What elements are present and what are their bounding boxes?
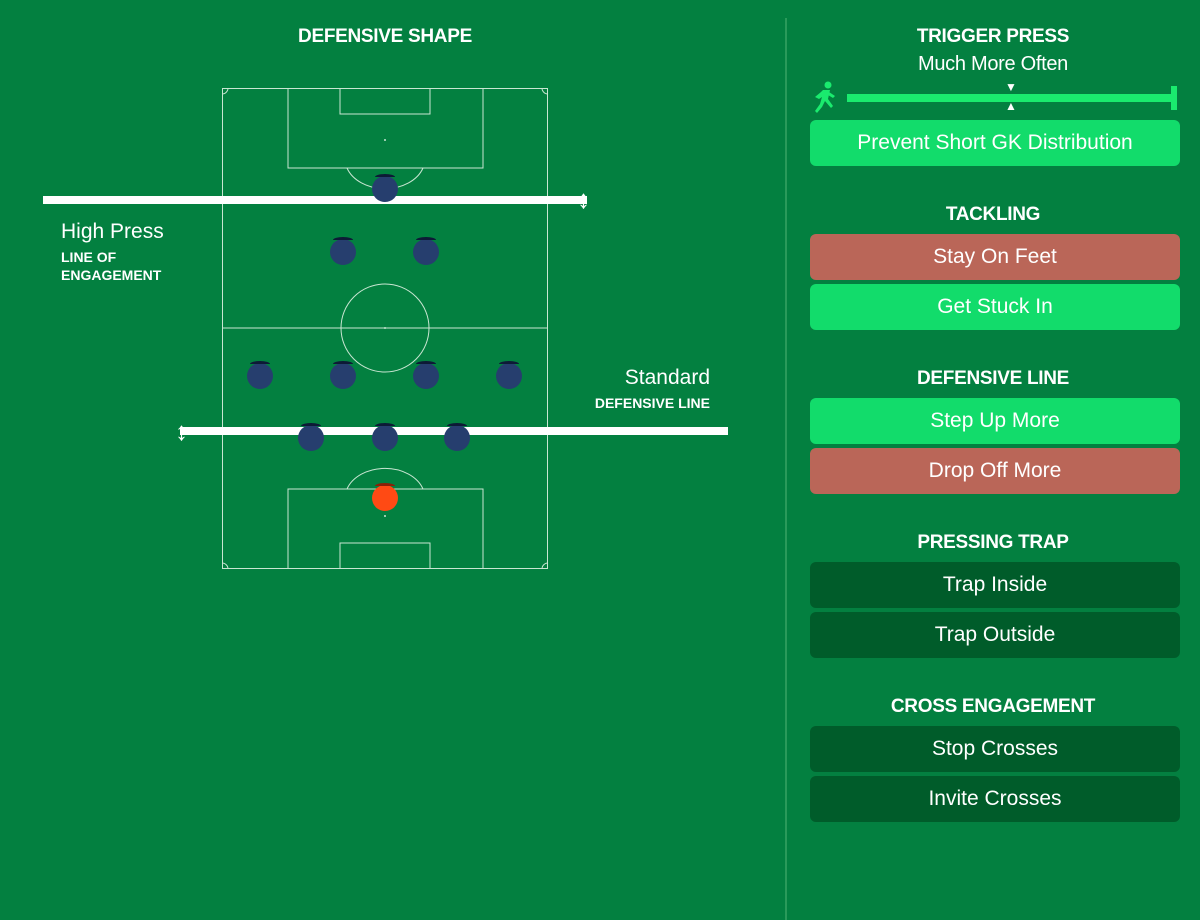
slider-marker-top-icon[interactable]: ▼ (1005, 80, 1017, 94)
player-marker[interactable] (330, 361, 356, 389)
trigger-press-slider-max (1171, 86, 1177, 110)
player-marker[interactable] (496, 361, 522, 389)
get-stuck-in-button[interactable]: Get Stuck In (810, 284, 1180, 330)
cross-engagement-title: CROSS ENGAGEMENT (890, 696, 1096, 717)
player-marker[interactable] (372, 423, 398, 451)
slider-marker-bottom-icon[interactable]: ▲ (1005, 99, 1017, 113)
player-marker[interactable] (247, 361, 273, 389)
player-marker[interactable] (372, 174, 398, 202)
pressing-trap-title: PRESSING TRAP (917, 532, 1069, 553)
drop-off-more-button[interactable]: Drop Off More (810, 448, 1180, 494)
stop-crosses-button[interactable]: Stop Crosses (810, 726, 1180, 772)
defensive-shape-panel: DEFENSIVE SHAPE (43, 26, 728, 569)
running-player-icon (811, 80, 839, 119)
line-of-engagement-label: LINE OF ENGAGEMENT (61, 249, 162, 283)
goalkeeper-marker[interactable] (372, 483, 398, 511)
player-marker[interactable] (330, 237, 356, 265)
step-up-more-button[interactable]: Step Up More (810, 398, 1180, 444)
defensive-line-label: DEFENSIVE LINE (594, 395, 710, 411)
pitch (222, 88, 548, 569)
trigger-press-title: TRIGGER PRESS (916, 26, 1070, 47)
defensive-line-drag-icon[interactable]: ↕ (175, 416, 188, 446)
trigger-press-slider[interactable] (847, 94, 1177, 102)
player-marker[interactable] (413, 361, 439, 389)
player-marker[interactable] (298, 423, 324, 451)
trap-inside-button[interactable]: Trap Inside (810, 562, 1180, 608)
trap-outside-button[interactable]: Trap Outside (810, 612, 1180, 658)
player-marker[interactable] (413, 237, 439, 265)
defensive-line-title: DEFENSIVE LINE (916, 368, 1070, 389)
engagement-line-drag-icon[interactable]: ↕ (577, 184, 590, 214)
stay-on-feet-button[interactable]: Stay On Feet (810, 234, 1180, 280)
panel-divider (785, 18, 787, 920)
instructions-panel: TRIGGER PRESS Much More Often ▼ ▲ Preven… (787, 0, 1200, 920)
invite-crosses-button[interactable]: Invite Crosses (810, 776, 1180, 822)
line-of-engagement-value: High Press (61, 220, 164, 243)
trigger-press-value: Much More Often (917, 53, 1069, 75)
line-of-engagement-bar[interactable] (43, 196, 587, 204)
defensive-line-value: Standard (624, 366, 710, 389)
player-marker[interactable] (444, 423, 470, 451)
defensive-shape-title: DEFENSIVE SHAPE (298, 26, 472, 47)
pitch-markings (222, 88, 548, 569)
tackling-title: TACKLING (945, 204, 1041, 225)
prevent-short-gk-distribution-button[interactable]: Prevent Short GK Distribution (810, 120, 1180, 166)
